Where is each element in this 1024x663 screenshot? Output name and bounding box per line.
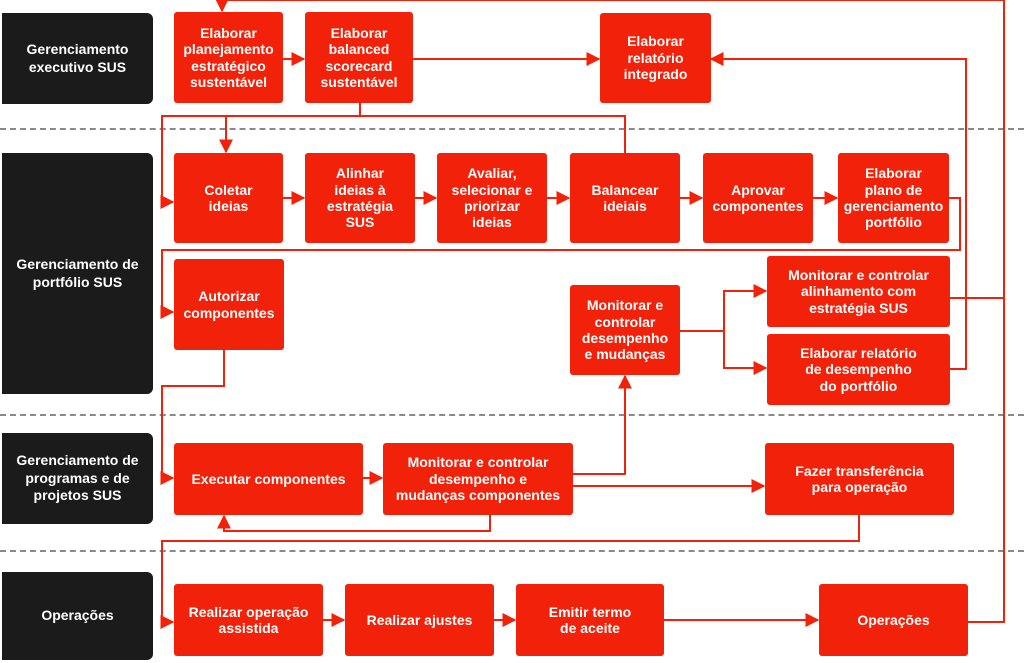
lane-label-executive: Gerenciamento executivo SUS	[2, 13, 153, 104]
step-acceptance-term[interactable]: Emitir termo de aceite	[516, 584, 664, 656]
step-elaborate-strategic-planning[interactable]: Elaborar planejamento estratégico susten…	[174, 12, 283, 103]
arrow-alignment-to-top	[215, 0, 1005, 298]
step-assisted-operation[interactable]: Realizar operação assistida	[174, 584, 323, 656]
step-adjustments[interactable]: Realizar ajustes	[345, 584, 494, 656]
arrow-authorize-to-execute	[160, 350, 225, 485]
arrow-performance-to-alignment	[680, 284, 768, 332]
arrow-performance-to-report	[723, 331, 768, 375]
arrow-monitor-back-to-execute	[217, 514, 491, 532]
arrow-balance-feedback	[219, 115, 626, 154]
lane-label-operations: Operações	[2, 572, 153, 660]
step-evaluate-ideas[interactable]: Avaliar, selecionar e priorizar ideias	[437, 153, 547, 243]
step-monitor-components[interactable]: Monitorar e controlar desempenho e mudan…	[383, 443, 573, 515]
arrow-monitor-to-performance	[573, 374, 632, 475]
step-elaborate-integrated-report[interactable]: Elaborar relatório integrado	[600, 13, 711, 103]
step-execute-components[interactable]: Executar componentes	[174, 443, 363, 515]
arrow-portfolio-report-to-integrated	[709, 52, 967, 370]
step-align-ideas[interactable]: Alinhar ideias à estratégia SUS	[305, 153, 415, 243]
lane-divider-3	[0, 550, 1024, 552]
step-operations[interactable]: Operações	[819, 584, 968, 656]
lane-divider-1	[0, 128, 1024, 130]
lane-label-programs: Gerenciamento de programas e de projetos…	[2, 433, 153, 524]
step-portfolio-plan[interactable]: Elaborar plano de gerenciamento portfóli…	[838, 153, 949, 243]
arrow-scorecard-to-collect	[160, 103, 361, 209]
arrow-plan-to-authorize	[160, 197, 961, 319]
lane-divider-2	[0, 414, 1024, 416]
step-monitor-performance[interactable]: Monitorar e controlar desempenho e mudan…	[570, 285, 680, 375]
step-portfolio-report[interactable]: Elaborar relatório de desempenho do port…	[767, 334, 950, 405]
arrow-ops-feedback-loop	[950, 297, 1005, 623]
step-balance-ideas[interactable]: Balancear ideiais	[570, 153, 680, 243]
step-elaborate-balanced-scorecard[interactable]: Elaborar balanced scorecard sustentável	[305, 12, 413, 103]
step-collect-ideas[interactable]: Coletar ideias	[174, 153, 283, 243]
step-authorize-components[interactable]: Autorizar componentes	[174, 259, 284, 350]
lane-label-portfolio: Gerenciamento de portfólio SUS	[2, 153, 153, 394]
step-transfer-to-operation[interactable]: Fazer transferência para operação	[765, 443, 954, 515]
step-monitor-alignment[interactable]: Monitorar e controlar alinhamento com es…	[767, 256, 950, 327]
step-approve-components[interactable]: Aprovar componentes	[703, 153, 813, 243]
arrow-transfer-to-assisted	[160, 515, 860, 629]
